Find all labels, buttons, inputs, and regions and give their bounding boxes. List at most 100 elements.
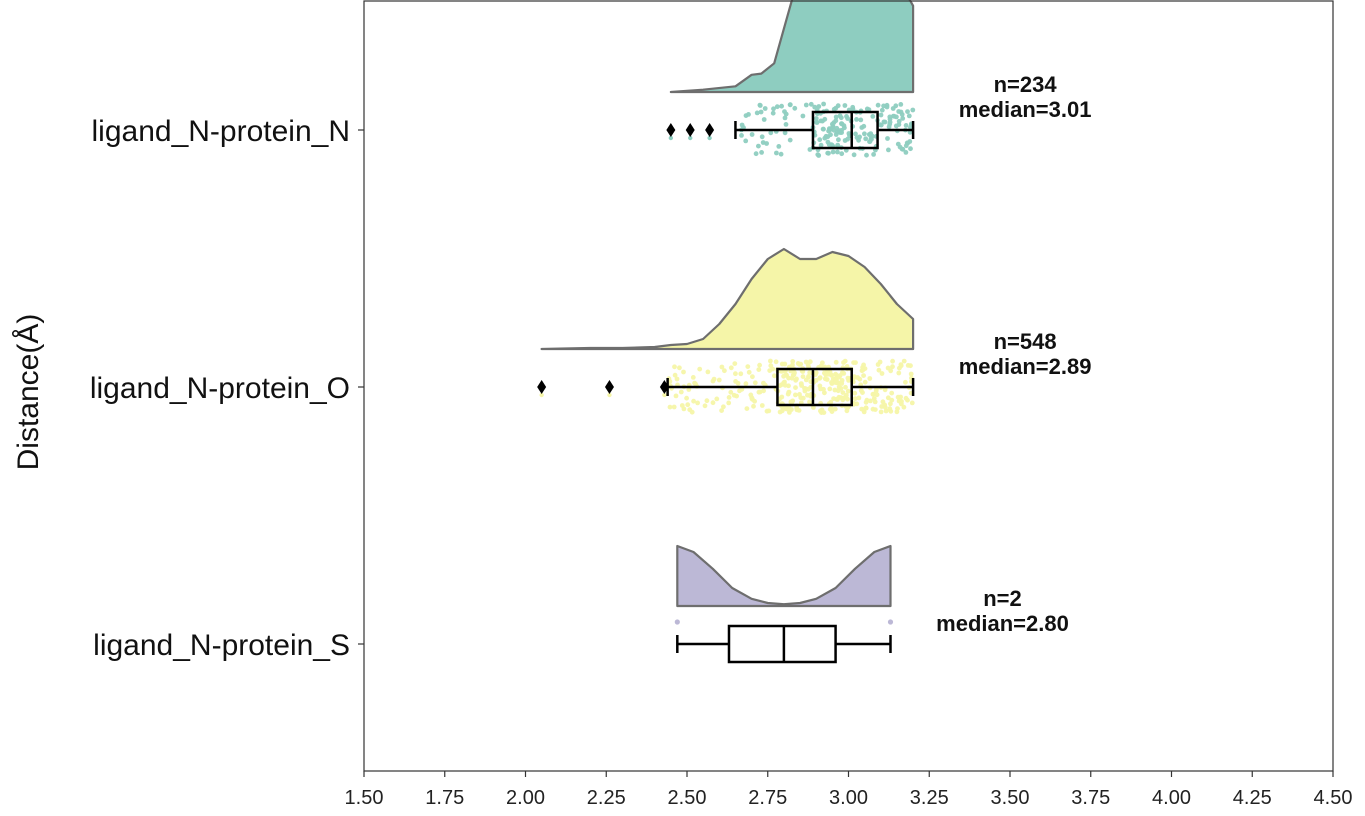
data-point [864, 152, 869, 158]
data-point [906, 113, 912, 119]
data-point [813, 378, 819, 383]
data-point [889, 397, 895, 403]
data-point [762, 106, 768, 111]
data-point [871, 152, 876, 157]
data-point [745, 364, 751, 369]
box-ligand_N-protein_S [676, 624, 892, 664]
data-point [802, 386, 807, 391]
data-point [678, 389, 684, 395]
y-category-label: ligand_N-protein_S [93, 629, 350, 662]
data-point [839, 130, 844, 136]
data-point [796, 361, 802, 367]
data-point [787, 102, 793, 108]
density-cloud-ligand_N-protein_N [669, 0, 915, 94]
data-point [704, 398, 710, 404]
data-point [901, 358, 907, 364]
data-point [830, 124, 836, 129]
data-point [716, 377, 722, 383]
data-point [728, 365, 734, 371]
data-point [825, 150, 831, 156]
data-point [668, 135, 674, 141]
data-point [888, 401, 893, 407]
data-point [829, 381, 835, 386]
data-point [860, 367, 866, 373]
iqr-box [811, 110, 879, 150]
data-point [900, 146, 906, 152]
density-cloud-ligand_N-protein_S [676, 544, 892, 608]
data-point [702, 403, 708, 409]
data-point [752, 380, 758, 386]
data-point [798, 395, 804, 401]
data-point [896, 370, 902, 376]
data-point [836, 137, 841, 143]
data-point [867, 139, 872, 145]
data-point [667, 404, 673, 410]
data-point [792, 105, 798, 111]
data-point [832, 387, 838, 393]
data-point [539, 392, 544, 398]
data-point [864, 106, 870, 112]
data-point [841, 371, 847, 376]
data-point [778, 151, 784, 157]
n-label: n=2 [983, 586, 1022, 611]
data-point [886, 147, 891, 153]
data-point [728, 389, 734, 395]
data-point [743, 138, 749, 144]
data-point [782, 130, 788, 136]
data-point [878, 409, 884, 415]
data-point [822, 116, 828, 122]
data-point [896, 109, 902, 114]
data-point [895, 406, 900, 411]
data-point [816, 104, 822, 109]
data-point [884, 104, 890, 110]
data-point [843, 384, 848, 390]
data-point [860, 390, 865, 395]
data-point [862, 379, 868, 385]
y-category-label: ligand_N-protein_O [90, 372, 350, 405]
data-point [854, 117, 859, 122]
median-label: median=2.89 [959, 354, 1092, 379]
data-point [876, 367, 882, 373]
data-point [733, 371, 738, 377]
data-point [760, 140, 766, 145]
data-point [766, 408, 772, 414]
data-point [790, 359, 796, 364]
data-point [759, 403, 765, 408]
data-point [826, 142, 832, 148]
data-point [789, 375, 795, 381]
data-point [768, 358, 773, 364]
data-point [885, 365, 891, 371]
data-point [856, 395, 862, 401]
x-tick-label: 3.25 [910, 787, 949, 809]
data-point [870, 406, 876, 412]
data-point [821, 101, 826, 107]
data-point [910, 107, 916, 113]
data-point [771, 106, 776, 112]
data-point [898, 363, 904, 369]
data-point [761, 388, 766, 394]
data-point [905, 109, 910, 114]
data-point [868, 398, 873, 404]
data-point [722, 368, 727, 374]
data-point [841, 360, 846, 365]
data-point [779, 394, 785, 400]
data-point [827, 369, 833, 375]
data-point [863, 136, 869, 142]
data-point [719, 364, 725, 370]
data-point [714, 396, 720, 402]
data-point [817, 375, 823, 381]
data-point [685, 402, 691, 408]
data-point [719, 408, 724, 413]
data-point [803, 102, 809, 108]
data-point [890, 364, 895, 370]
x-tick-label: 1.50 [345, 787, 384, 809]
data-point [863, 399, 869, 405]
data-point [861, 362, 866, 368]
data-point [852, 390, 858, 396]
data-point [827, 386, 833, 392]
density-cloud-ligand_N-protein_O [540, 247, 915, 351]
data-point [774, 150, 779, 156]
x-tick-label: 3.00 [829, 787, 868, 809]
data-point [842, 125, 847, 131]
